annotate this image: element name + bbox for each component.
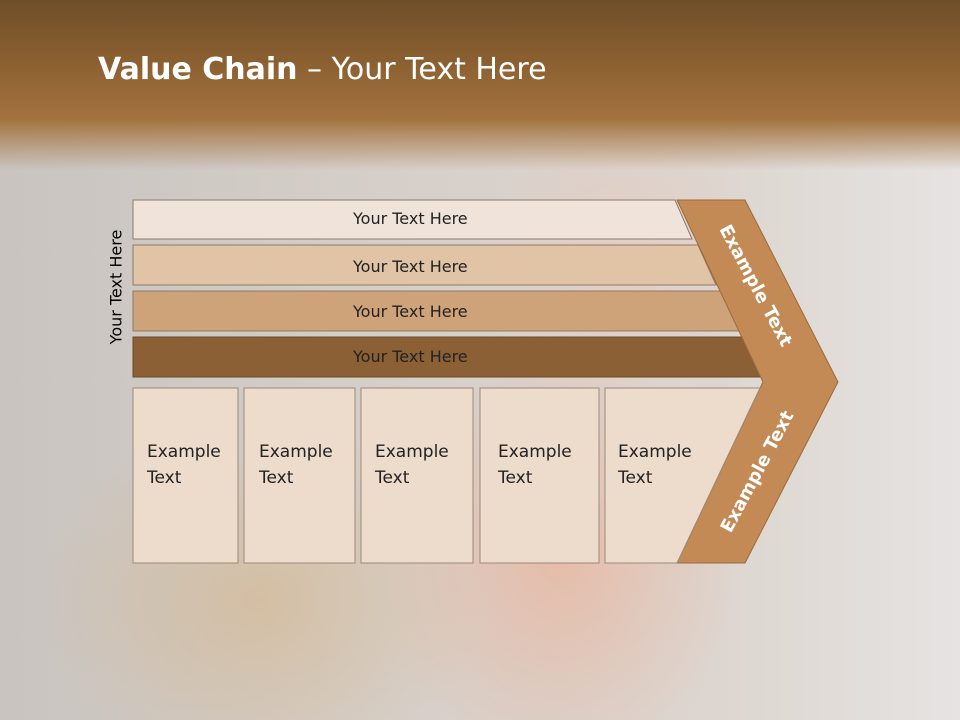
cell-5-label: Example Text xyxy=(618,442,692,488)
bar-1[interactable] xyxy=(132,199,693,240)
bar-1-label: Your Text Here xyxy=(353,209,468,228)
cell-1-label: Example Text xyxy=(147,442,221,488)
bar-2-label: Your Text Here xyxy=(353,257,468,276)
cell-2[interactable] xyxy=(243,387,356,564)
bar-2[interactable] xyxy=(132,244,717,286)
cell-3-label: Example Text xyxy=(375,442,449,488)
title-band xyxy=(0,0,960,170)
chevron-arrow[interactable] xyxy=(676,199,839,564)
cell-1[interactable] xyxy=(132,387,239,564)
cell-5[interactable] xyxy=(604,387,761,564)
bar-4-label: Your Text Here xyxy=(353,347,468,366)
cell-3[interactable] xyxy=(360,387,474,564)
cell-2-label: Example Text xyxy=(259,442,333,488)
cell-4[interactable] xyxy=(479,387,600,564)
bar-3-label: Your Text Here xyxy=(353,302,468,321)
title-rest: – Your Text Here xyxy=(297,52,547,87)
cell-4-label: Example Text xyxy=(498,442,572,488)
diagram-reflection xyxy=(0,564,960,720)
slide-title: Value Chain – Your Text Here xyxy=(98,52,547,87)
title-bold: Value Chain xyxy=(98,52,298,87)
